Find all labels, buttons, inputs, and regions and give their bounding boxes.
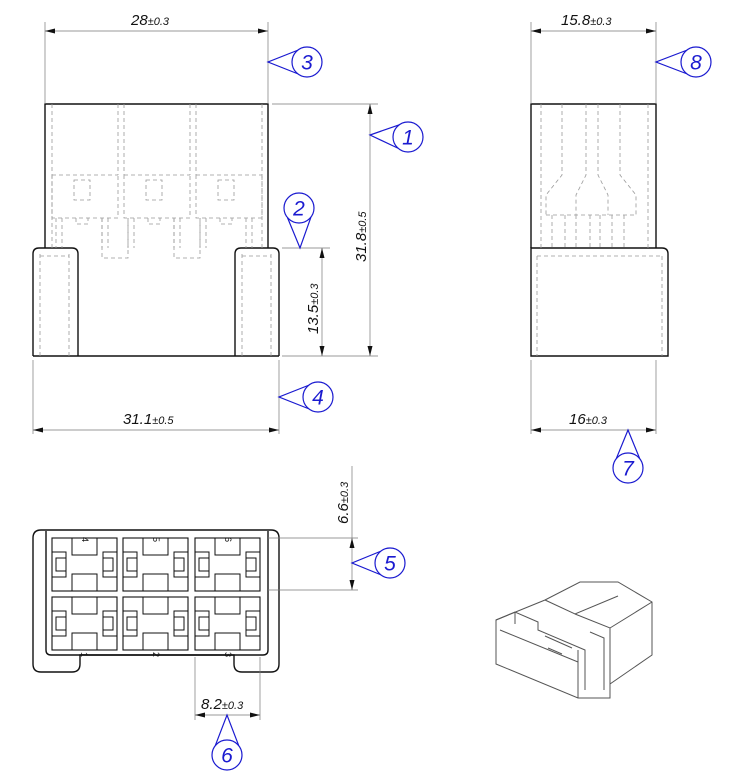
pin-cavity xyxy=(122,537,189,592)
svg-text:15.8±0.3: 15.8±0.3 xyxy=(561,12,612,29)
svg-text:31.8±0.5: 31.8±0.5 xyxy=(353,211,370,262)
svg-text:28±0.3: 28±0.3 xyxy=(130,12,170,29)
callout-7: 7 xyxy=(612,428,644,484)
svg-text:31.1±0.5: 31.1±0.5 xyxy=(123,411,174,428)
pin-label: 6 xyxy=(223,537,233,542)
pin-label: 1 xyxy=(79,652,89,657)
dim-side-base-width: 16±0.3 xyxy=(530,360,657,434)
callout-number: 6 xyxy=(221,745,233,768)
callout-8: 8 xyxy=(654,46,712,78)
callout-6: 6 xyxy=(211,713,243,771)
dim-foot-height: 13.5±0.3 xyxy=(282,247,330,356)
callout-1: 1 xyxy=(368,121,424,153)
pin-cavity xyxy=(122,596,189,651)
dim-side-top-width: 15.8±0.3 xyxy=(530,12,657,104)
pin-label: 3 xyxy=(223,652,233,657)
callout-number: 8 xyxy=(690,52,702,75)
svg-text:13.5±0.3: 13.5±0.3 xyxy=(305,283,322,334)
callout-number: 7 xyxy=(622,458,635,481)
isometric-view xyxy=(495,581,653,699)
svg-text:8.2±0.3: 8.2±0.3 xyxy=(201,696,244,713)
front-view xyxy=(32,103,280,357)
callout-number: 5 xyxy=(384,553,396,576)
pin-label: 2 xyxy=(151,652,161,657)
callout-number: 2 xyxy=(292,198,305,221)
pin-cavity xyxy=(194,537,261,592)
dim-pitch: 8.2±0.3 xyxy=(194,657,261,720)
side-view xyxy=(530,103,669,357)
callout-number: 3 xyxy=(301,52,313,75)
svg-text:16±0.3: 16±0.3 xyxy=(569,411,608,428)
callout-number: 4 xyxy=(312,387,324,410)
svg-text:6.6±0.3: 6.6±0.3 xyxy=(335,481,352,524)
pin-label: 5 xyxy=(151,537,161,542)
callout-5: 5 xyxy=(350,547,406,579)
dim-base-width: 31.1±0.5 xyxy=(32,360,280,434)
callout-4: 4 xyxy=(277,381,334,413)
callout-2: 2 xyxy=(283,192,315,250)
pin-label: 4 xyxy=(80,537,90,542)
dim-front-width: 28±0.3 xyxy=(44,12,269,104)
callout-number: 1 xyxy=(402,127,414,150)
dim-front-height: 31.8±0.5 xyxy=(272,103,378,357)
callout-3: 3 xyxy=(266,46,323,78)
pin-labels: 4 5 6 1 2 3 xyxy=(79,537,233,657)
face-view xyxy=(32,529,280,673)
pin-cavity xyxy=(194,596,261,651)
pin-cavity xyxy=(51,596,118,651)
pin-cavity xyxy=(51,537,118,592)
dim-cell-height: 6.6±0.3 xyxy=(268,466,358,591)
